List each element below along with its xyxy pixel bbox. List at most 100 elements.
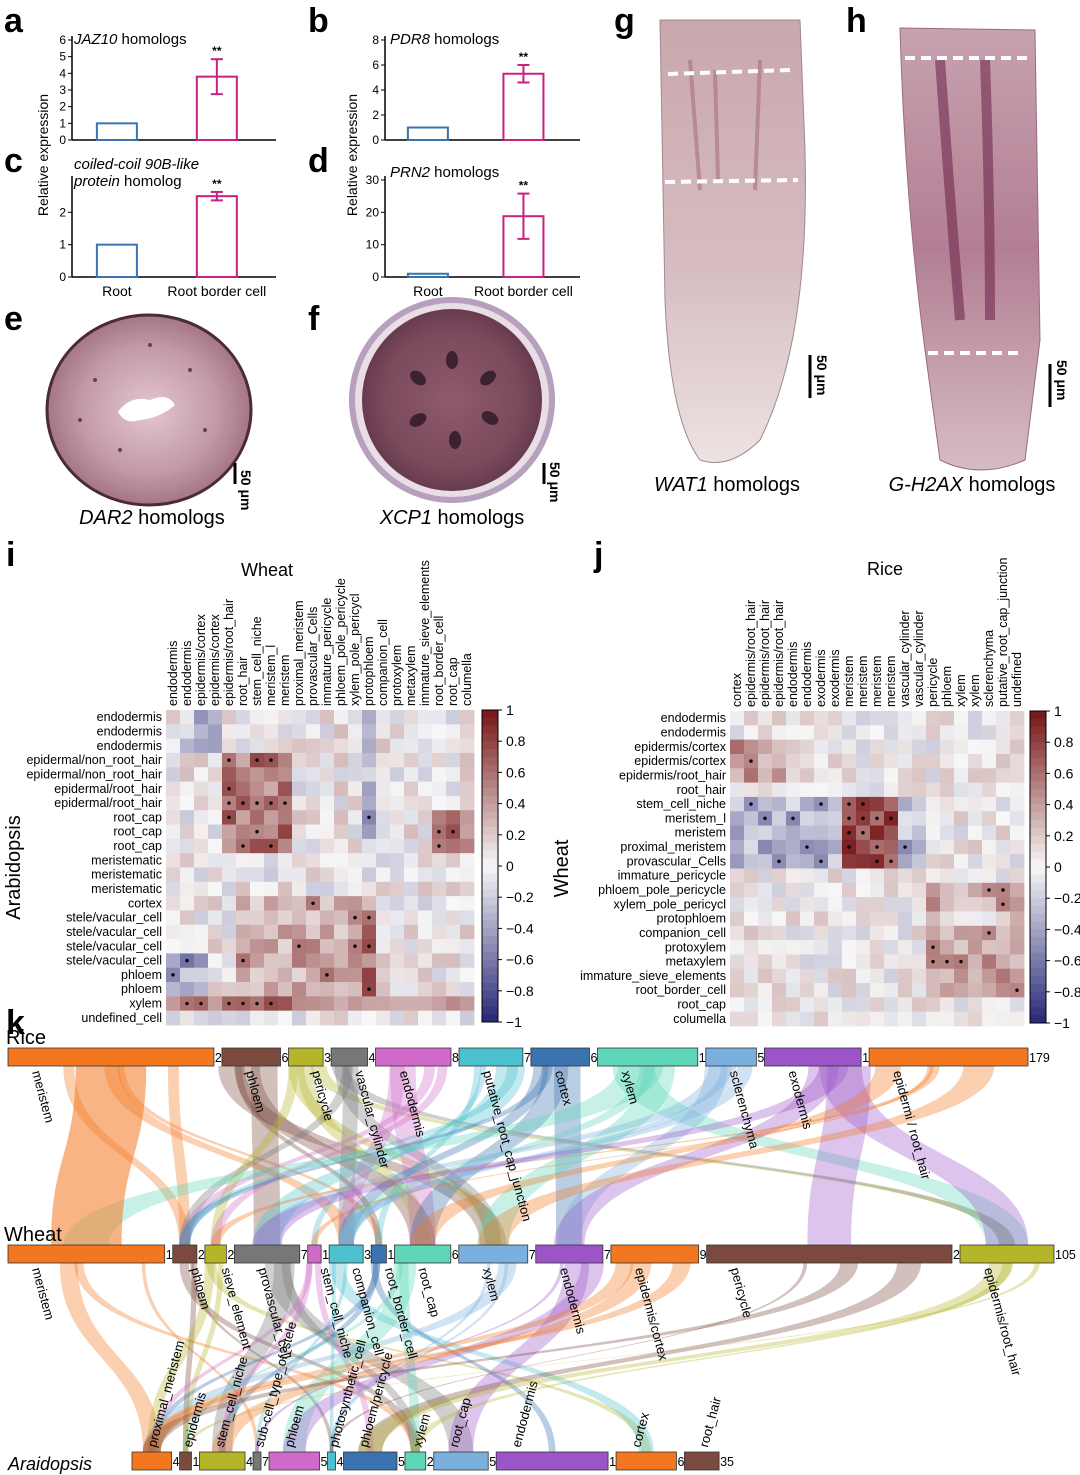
heat-cell (954, 839, 969, 855)
heat-cell (404, 1010, 419, 1026)
sankey-node-arabidopsis (327, 1451, 336, 1471)
heat-cell (744, 782, 759, 798)
heat-cell (870, 940, 885, 955)
heat-cell (264, 1010, 279, 1026)
sankey-link (807, 1066, 871, 1245)
row-label: root_hair (677, 783, 726, 797)
heat-cell (786, 768, 801, 783)
sankey-link (74, 1263, 421, 1452)
heat-cell (460, 752, 475, 768)
heat-cell (390, 982, 405, 997)
heat-cell (982, 968, 997, 984)
heat-cell (194, 738, 209, 754)
sankey-link (51, 1066, 147, 1245)
heat-cell (208, 982, 223, 997)
colorbar-tick-label: 1 (1054, 703, 1062, 719)
heat-cell (376, 738, 391, 754)
heat-cell (222, 767, 237, 782)
heat-cell (800, 954, 815, 970)
heat-cell (870, 882, 885, 898)
heat-cell (1010, 825, 1025, 841)
heat-cell (348, 767, 363, 782)
row-label: immature_sieve_elements (580, 969, 726, 983)
row-label: cortex (128, 896, 163, 910)
heat-cell (758, 739, 773, 755)
colorbar-segment (1030, 796, 1046, 806)
heat-cell (800, 911, 815, 927)
heat-cell (166, 795, 181, 811)
heat-cell (334, 982, 349, 997)
colorbar-segment (482, 975, 498, 984)
heat-cell (180, 896, 195, 911)
caption-e: DAR2 homologs (79, 507, 225, 529)
heat-cell (320, 853, 335, 868)
column-label: meristem (870, 656, 884, 707)
colorbar-tick-label: −0.2 (1054, 890, 1080, 906)
heat-cell (800, 768, 815, 783)
heat-cell (842, 854, 857, 869)
heat-cell (194, 767, 209, 782)
heat-cell (222, 924, 237, 940)
heat-cell (828, 940, 843, 955)
heat-cell (744, 868, 759, 884)
heat-cell (250, 924, 265, 940)
heat-cell (320, 953, 335, 969)
heat-cell (870, 825, 885, 841)
heat-cell (320, 896, 335, 911)
sankey-node-arabidopsis (404, 1451, 427, 1471)
sankey-link (179, 1066, 553, 1245)
heat-cell (222, 896, 237, 911)
heat-cell (828, 825, 843, 841)
sankey-node-wheat (307, 1244, 322, 1264)
heat-cell (418, 910, 433, 926)
heat-cell (814, 983, 829, 998)
heat-cell (446, 867, 461, 883)
heat-cell (730, 868, 745, 884)
heat-cell (278, 752, 293, 768)
heat-cell (320, 996, 335, 1012)
heat-cell (390, 1010, 405, 1026)
heat-cell (730, 753, 745, 769)
panel-letter-h: h (846, 2, 867, 40)
sankey-node-arabidopsis (252, 1451, 262, 1471)
colorbar-segment (482, 850, 498, 859)
heat-cell (390, 953, 405, 969)
heat-cell (180, 910, 195, 926)
heat-cell (744, 897, 759, 912)
heat-cell (362, 1010, 377, 1026)
heat-cell (208, 752, 223, 768)
column-label: phloem (940, 666, 954, 707)
significance-dot (805, 845, 809, 849)
significance-dot (199, 1001, 203, 1006)
heat-cell (884, 911, 899, 927)
column-label: putative_root_cap_junction (996, 558, 1010, 707)
heat-cell (898, 1011, 913, 1027)
heat-cell (292, 824, 307, 840)
heat-cell (926, 983, 941, 998)
heat-cell (166, 924, 181, 940)
heat-cell (404, 767, 419, 782)
row-label: stele/vacular_cell (66, 939, 162, 953)
heat-cell (884, 997, 899, 1013)
heat-cell (236, 881, 251, 897)
heat-cell (362, 781, 377, 797)
heat-cell (348, 724, 363, 740)
column-label: pericycle (926, 658, 940, 707)
heat-cell (194, 824, 209, 840)
heat-cell (236, 1010, 251, 1026)
heat-cell (460, 896, 475, 911)
heat-cell (996, 839, 1011, 855)
heat-cell (404, 967, 419, 983)
heat-cell (940, 811, 955, 826)
y-tick-label: 2 (372, 108, 379, 122)
heat-cell (432, 896, 447, 911)
sankey-link (141, 1263, 259, 1452)
heat-cell (306, 752, 321, 768)
heat-cell (306, 781, 321, 797)
heat-cell (758, 782, 773, 798)
sankey-link (255, 1263, 348, 1452)
sankey-link (329, 1263, 491, 1452)
row-label: epidermal/root_hair (54, 782, 162, 796)
heat-cell (940, 854, 955, 869)
